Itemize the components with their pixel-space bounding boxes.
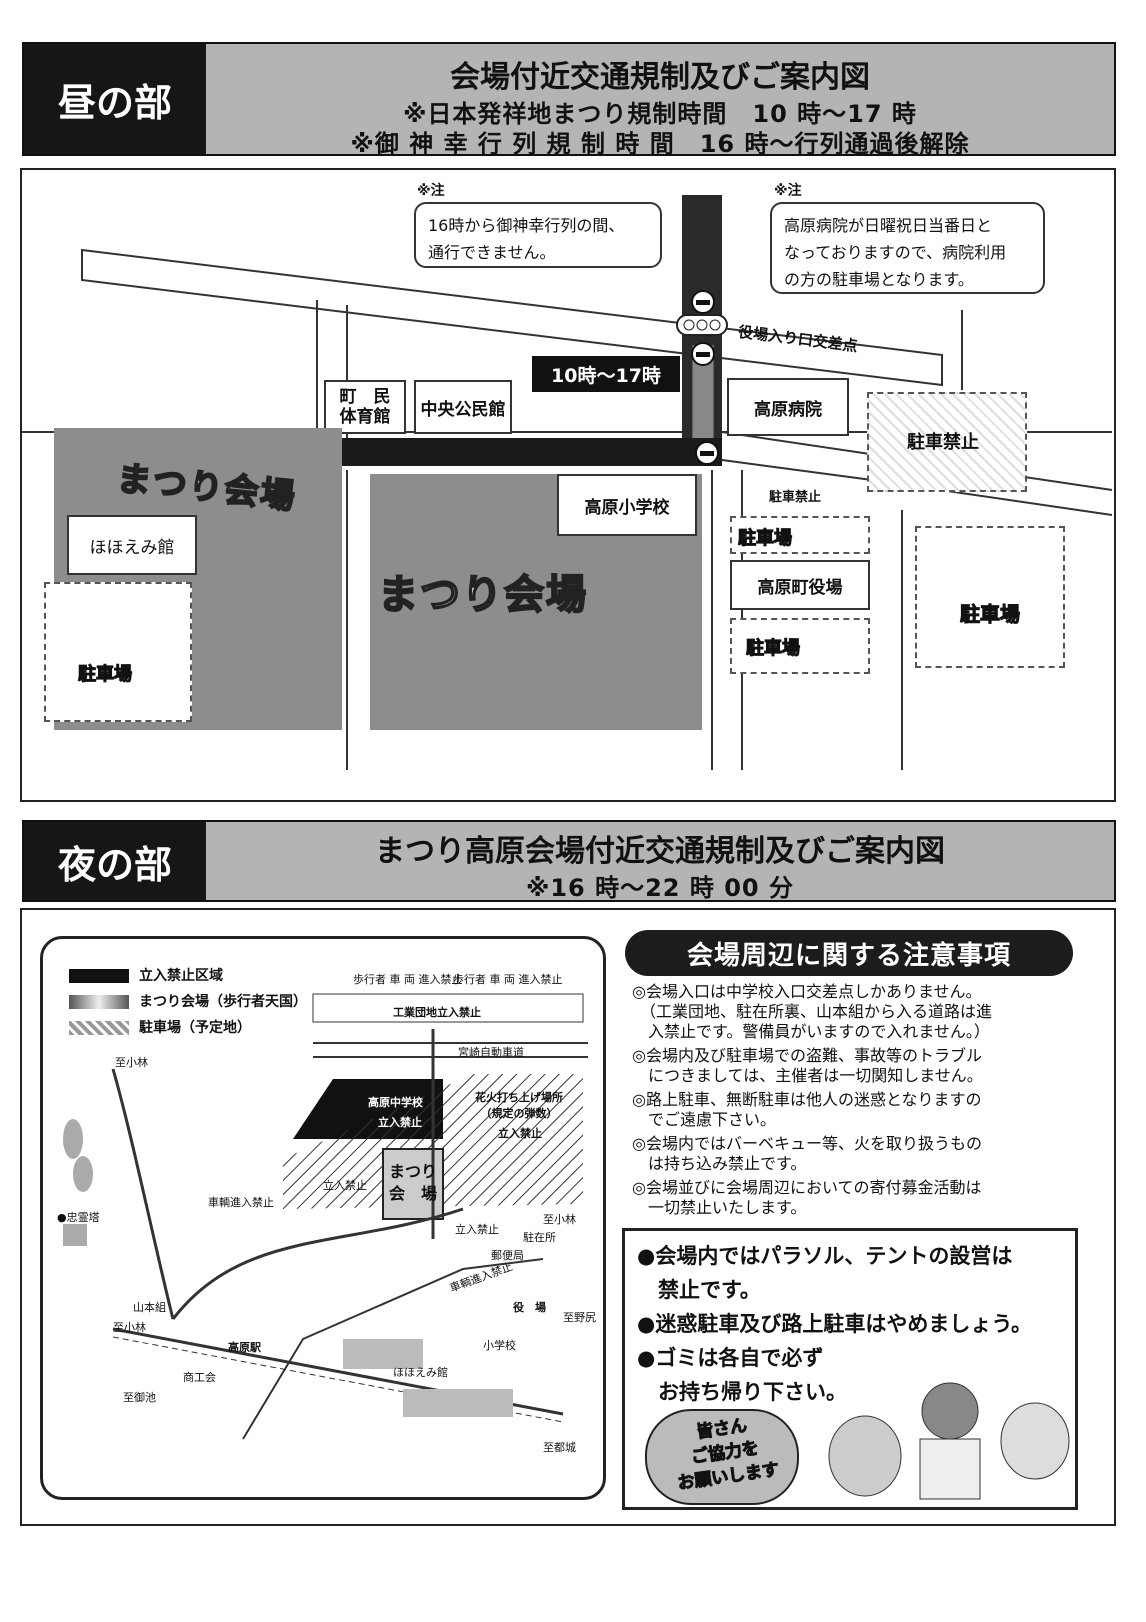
expressway-label: 宮崎自動車道	[458, 1046, 524, 1059]
to-miyakonojo-label: 至都城	[543, 1441, 576, 1454]
no-parking-area	[867, 392, 1027, 492]
junior-high-label: 高原中学校	[368, 1096, 423, 1109]
rule-line: ●ゴミは各自で必ず	[637, 1346, 824, 1370]
note-right-line1: 高原病院が日曜祝日当番日と	[784, 216, 993, 235]
fireworks-no-entry: 立入禁止	[498, 1127, 542, 1140]
cautions-title: 会場周辺に関する注意事項	[625, 930, 1073, 976]
central-hall: 中央公民館	[414, 380, 512, 434]
day-line2: ※御 神 幸 行 列 規 制 時 間 16 時～行列通過後解除	[350, 130, 970, 158]
station-label: 高原駅	[228, 1341, 261, 1354]
legend-item-restricted: 立入禁止区域	[69, 965, 223, 985]
no-entry-icon	[695, 441, 719, 465]
legend-parking: 駐車場（予定地）	[139, 1020, 251, 1036]
enter-no-1: 立入禁止	[323, 1179, 367, 1192]
night-roads	[63, 993, 588, 1440]
note-right: 高原病院が日曜祝日当番日と なっておりますので、病院利用 の方の駐車場となります…	[770, 202, 1045, 294]
night-header: 夜の部 まつり高原会場付近交通規制及びご案内図 ※16 時～22 時 00 分	[22, 820, 1116, 902]
caution-item: ◎会場内及び駐車場での盗難、事故等のトラブル につきましては、主催者は一切関知し…	[632, 1046, 983, 1085]
night-line1: ※16 時～22 時 00 分	[526, 874, 794, 902]
yamamoto-label: 山本組	[133, 1301, 166, 1314]
night-title: まつり高原会場付近交通規制及びご案内図	[375, 834, 945, 869]
post-label: 郵便局	[491, 1249, 524, 1262]
parking-left	[44, 582, 192, 722]
time-badge: 10時～17時	[532, 356, 680, 392]
note-right-line2: なっておりますので、病院利用	[784, 243, 1007, 262]
day-map: ※注 16時から御神幸行列の間、 通行できません。 ※注 高原病院が日曜祝日当番…	[20, 168, 1116, 802]
thanks-text: 皆さん ご協力を お願いします	[676, 1415, 781, 1494]
venue-center-title: まつり会場	[377, 571, 588, 619]
rule-line: ●会場内ではパラソル、テントの設営は	[637, 1244, 1013, 1268]
note-left: 16時から御神幸行列の間、 通行できません。	[414, 202, 662, 268]
no-entry-icon	[691, 290, 715, 314]
day-header: 昼の部 会場付近交通規制及びご案内図 ※日本発祥地まつり規制時間 10 時～17…	[22, 42, 1116, 158]
night-section	[20, 908, 1116, 1526]
rule-line: 禁止です。	[637, 1278, 761, 1302]
rules-box: ●会場内ではパラソル、テントの設営は 禁止です。 ●迷惑駐車及び路上駐車はやめま…	[622, 1228, 1078, 1510]
to-nojiri-label: 至野尻	[563, 1311, 596, 1324]
day-tag: 昼の部	[24, 44, 206, 154]
caution-item: ◎路上駐車、無断駐車は他人の迷惑となりますの でご遠慮下さい。	[632, 1090, 982, 1129]
legend-venue: まつり会場（歩行者天国）	[139, 994, 307, 1010]
parking-2	[730, 618, 870, 674]
thanks-bubble	[645, 1409, 799, 1505]
parking-2-label: 駐車場	[746, 638, 801, 660]
gym: 町 民 体育館	[324, 380, 406, 434]
day-title: 会場付近交通規制及びご案内図	[450, 60, 870, 95]
note-left-line1: 16時から御神幸行列の間、	[428, 216, 625, 235]
to-miike-label: 至御池	[123, 1391, 156, 1404]
caution-item: ◎会場内ではバーベキュー等、火を取り扱うもの は持ち込み禁止です。	[632, 1134, 982, 1173]
mascot-illustration	[828, 1382, 1070, 1500]
parking-1	[730, 516, 870, 554]
ped-label-2: 歩行者 車 両 進入禁止	[453, 973, 563, 986]
fireworks-label: 花火打ち上げ場所 （規定の弾数）	[475, 1091, 563, 1120]
parking-1-label: 駐車場	[738, 528, 793, 550]
monument-label: ●忠霊塔	[57, 1211, 100, 1224]
to-kobayashi-2: 至小林	[543, 1213, 576, 1226]
shokokai-label: 商工会	[183, 1371, 216, 1384]
night-map: 立入禁止区域 まつり会場（歩行者天国） 駐車場（予定地） 歩行者 車 両 進入禁…	[40, 936, 606, 1500]
no-parking-small: 駐車禁止	[769, 490, 822, 505]
caution-item: ◎会場並びに会場周辺においての寄付募金活動は 一切禁止いたします。	[632, 1178, 982, 1217]
no-entry-icon	[691, 342, 715, 366]
vehicle-no-1: 車輌進入禁止	[208, 1196, 274, 1209]
note-label-right: ※注	[774, 183, 802, 199]
parking-right	[915, 526, 1065, 668]
note-label-left: ※注	[417, 183, 445, 199]
venue-label: まつり 会 場	[389, 1162, 438, 1203]
note-right-line3: の方の駐車場となります。	[784, 270, 974, 289]
night-tag: 夜の部	[24, 822, 206, 900]
school: 高原小学校	[557, 474, 697, 536]
hohoemi-label: ほほえみ館	[393, 1366, 448, 1379]
rule-line: お持ち帰り下さい。	[637, 1380, 847, 1404]
ped-label-1: 歩行者 車 両 進入禁止	[353, 973, 463, 986]
legend-restricted: 立入禁止区域	[139, 968, 223, 984]
caution-item: ◎会場入口は中学校入口交差点しかありません。 （工業団地、駐在所裏、山本組から入…	[632, 982, 993, 1041]
town-office: 高原町役場	[730, 560, 870, 610]
to-kobayashi-1: 至小林	[115, 1056, 148, 1069]
day-line1: ※日本発祥地まつり規制時間 10 時～17 時	[403, 100, 917, 128]
elem-label: 小学校	[483, 1339, 516, 1352]
legend-item-parking: 駐車場（予定地）	[69, 1017, 251, 1037]
parking-left-label: 駐車場	[78, 664, 133, 686]
rule-line: ●迷惑駐車及び路上駐車はやめましょう。	[637, 1312, 1033, 1336]
to-kobayashi-3: 至小林	[113, 1321, 146, 1334]
junior-high-no-entry: 立入禁止	[378, 1116, 422, 1129]
no-parking-big: 駐車禁止	[907, 432, 979, 453]
note-left-line2: 通行できません。	[428, 243, 556, 262]
police-label: 駐在所	[523, 1231, 556, 1244]
parking-right-label: 駐車場	[960, 602, 1021, 627]
office-label: 役 場	[513, 1301, 546, 1314]
hohoemi-hall: ほほえみ館	[67, 515, 197, 575]
hospital: 高原病院	[727, 378, 849, 436]
industrial-label: 工業団地立入禁止	[393, 1006, 481, 1019]
legend-item-venue: まつり会場（歩行者天国）	[69, 991, 307, 1011]
enter-no-2: 立入禁止	[455, 1223, 499, 1236]
